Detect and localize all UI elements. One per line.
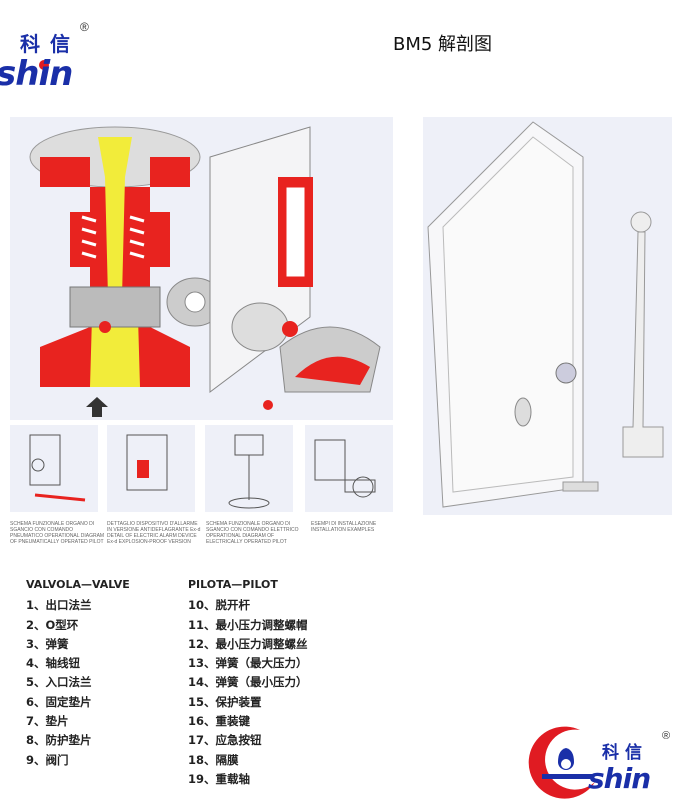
list-item: 3、弹簧: [26, 636, 69, 651]
caption-electric: SCHEMA FUNZIONALE ORGANO DI SGANCIO CON …: [206, 521, 299, 545]
list-item: 7、垫片: [26, 714, 69, 729]
valve-cutaway-drawing: [29, 126, 381, 417]
list-item: 18、隔膜: [188, 752, 239, 767]
pilot-cover-drawing: [427, 121, 664, 508]
logo-en: shin: [0, 54, 73, 94]
list-item: 8、防护垫片: [26, 733, 92, 748]
list-item: 13、弹簧（最大压力）: [188, 656, 308, 671]
pilot-cover-diagram: [423, 117, 672, 515]
list-item: 9、阀门: [26, 752, 69, 767]
logo-top: 科信 ® shin: [0, 18, 110, 98]
list-item: 19、重载轴: [188, 771, 251, 786]
logo-cn: 科信: [20, 32, 80, 56]
registered-mark: ®: [80, 20, 89, 34]
list-item: 2、O型环: [26, 617, 79, 632]
logo-en: shin: [588, 762, 651, 795]
list-item: 11、最小压力调整螺帽: [188, 617, 308, 632]
thumbnail-alarm-device: [107, 425, 195, 512]
list-item: 16、重装键: [188, 714, 251, 729]
thumbnail-pneumatic-pilot: [10, 425, 98, 512]
thumbnail-electric-pilot: [205, 425, 293, 512]
logo-bottom: 科信 ® shin: [520, 722, 680, 802]
list-item: 10、脱开杆: [188, 598, 251, 613]
thumbnail-installation: [305, 425, 393, 512]
list-item: 12、最小压力调整螺丝: [188, 636, 308, 651]
list-item: 15、保护装置: [188, 694, 262, 709]
page-title: BM5 解剖图: [393, 34, 493, 55]
valve-cutaway-diagram: [10, 117, 393, 420]
caption-alarm: DETTAGLIO DISPOSITIVO D'ALLARME IN VERSI…: [107, 521, 201, 545]
list-item: 17、应急按钮: [188, 733, 262, 748]
pilot-parts-list: PILOTA—PILOT 10、脱开杆 11、最小压力调整螺帽 12、最小压力调…: [188, 578, 308, 790]
list-item: 1、出口法兰: [26, 598, 92, 613]
valve-parts-list: VALVOLA—VALVE 1、出口法兰 2、O型环 3、弹簧 4、轴线钮 5、…: [26, 578, 130, 771]
caption-installation: ESEMPI DI INSTALLAZIONE INSTALLATION EXA…: [311, 521, 377, 533]
thumbnail-row: [10, 425, 393, 512]
registered-mark: ®: [662, 730, 671, 742]
list-item: 14、弹簧（最小压力）: [188, 675, 308, 690]
caption-pneumatic: SCHEMA FUNZIONALE ORGANO DI SGANCIO CON …: [10, 521, 105, 545]
logo-cn: 科信: [602, 743, 648, 763]
list-item: 5、入口法兰: [26, 675, 92, 690]
list-item: 4、轴线钮: [26, 656, 81, 671]
pilot-heading: PILOTA—PILOT: [188, 578, 278, 591]
list-item: 6、固定垫片: [26, 694, 92, 709]
logo-crescent-icon: [528, 726, 595, 799]
valve-heading: VALVOLA—VALVE: [26, 578, 130, 591]
logo-dot: [39, 60, 49, 70]
